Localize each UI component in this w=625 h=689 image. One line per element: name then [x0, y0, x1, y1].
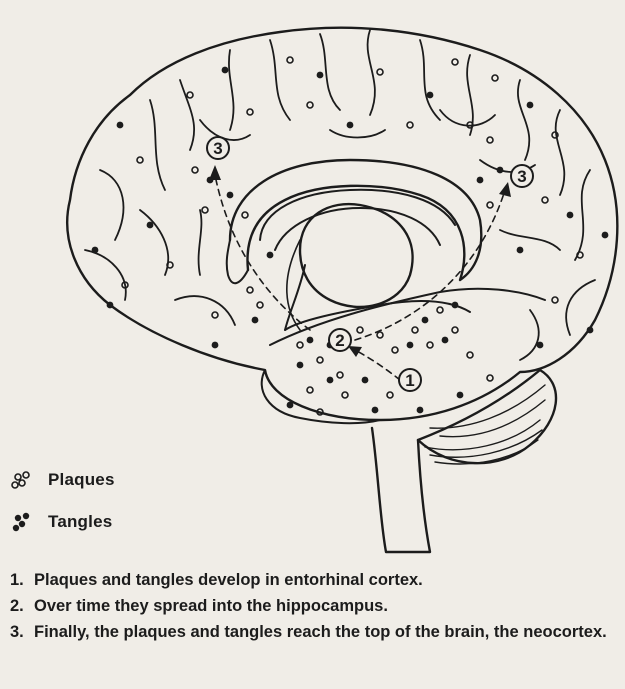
legend-label-plaques: Plaques	[48, 470, 115, 490]
progression-steps: 1. Plaques and tangles develop in entorh…	[10, 570, 615, 648]
plaque-dot	[412, 327, 418, 333]
plaque-dot	[307, 387, 313, 393]
plaque-dot	[377, 332, 383, 338]
tangle-dot	[222, 67, 229, 74]
plaque-dot	[187, 92, 193, 98]
plaque-dot	[307, 102, 313, 108]
tangle-dot	[307, 337, 314, 344]
tangle-dot	[227, 192, 234, 199]
spread-arrow-right	[355, 190, 505, 340]
legend-label-tangles: Tangles	[48, 512, 112, 532]
plaque-dot	[487, 202, 493, 208]
thalamus	[300, 204, 413, 307]
tangle-dot	[252, 317, 259, 324]
tangle-dot	[92, 247, 99, 254]
step-text: Finally, the plaques and tangles reach t…	[34, 622, 615, 642]
tangle-dot	[527, 102, 534, 109]
step-text: Plaques and tangles develop in entorhina…	[34, 570, 615, 590]
tangle-dot	[537, 342, 544, 349]
tangle-dot	[427, 92, 434, 99]
tangle-dot	[602, 232, 609, 239]
plaque-dot	[357, 327, 363, 333]
tangle-dot	[587, 327, 594, 334]
plaque-dot	[342, 392, 348, 398]
tangle-dot	[107, 302, 114, 309]
plaque-dot	[337, 372, 343, 378]
plaque-dot	[542, 197, 548, 203]
tangle-dot	[407, 342, 414, 349]
plaque-dot	[212, 312, 218, 318]
tangle-dot	[147, 222, 154, 229]
tangle-dot	[422, 317, 429, 324]
plaque-dot	[257, 302, 263, 308]
tangle-dot	[517, 247, 524, 254]
tangles-icon	[8, 510, 48, 534]
legend-item-tangles: Tangles	[8, 510, 112, 534]
tangle-dot	[347, 122, 354, 129]
tangle-dot	[212, 342, 219, 349]
legend-item-plaques: Plaques	[8, 468, 115, 492]
svg-text:1: 1	[405, 371, 414, 390]
plaque-dot	[552, 297, 558, 303]
stage-marker-3-left: 3	[207, 137, 229, 159]
plaque-dot	[392, 347, 398, 353]
tangle-dot	[442, 337, 449, 344]
plaque-dot	[467, 352, 473, 358]
plaque-dot	[377, 69, 383, 75]
step-text: Over time they spread into the hippocamp…	[34, 596, 615, 616]
plaque-dot	[317, 357, 323, 363]
plaque-dot	[247, 109, 253, 115]
step-item: 3. Finally, the plaques and tangles reac…	[10, 622, 615, 642]
tangle-dot	[497, 167, 504, 174]
step-item: 1. Plaques and tangles develop in entorh…	[10, 570, 615, 590]
plaque-dot	[452, 327, 458, 333]
plaque-dot	[387, 392, 393, 398]
svg-text:3: 3	[213, 139, 222, 158]
tangle-dot	[567, 212, 574, 219]
tangle-dot	[117, 122, 124, 129]
step-item: 2. Over time they spread into the hippoc…	[10, 596, 615, 616]
plaque-dot	[487, 375, 493, 381]
tangle-dot	[297, 362, 304, 369]
stage-marker-3-right: 3	[511, 165, 533, 187]
plaques-icon	[8, 468, 48, 492]
stage-marker-2: 2	[329, 329, 351, 351]
tangle-dot	[327, 377, 334, 384]
spread-arrow-hippocampus	[355, 350, 400, 380]
tangle-dot	[452, 302, 459, 309]
tangle-dot	[477, 177, 484, 184]
step-number: 3.	[10, 622, 34, 642]
tangle-dot	[417, 407, 424, 414]
plaque-dot	[297, 342, 303, 348]
svg-text:2: 2	[335, 331, 344, 350]
plaque-dot	[287, 57, 293, 63]
tangle-dot	[317, 72, 324, 79]
plaque-dot	[437, 307, 443, 313]
svg-text:3: 3	[517, 167, 526, 186]
plaque-dot	[242, 212, 248, 218]
stage-marker-1: 1	[399, 369, 421, 391]
tangle-dot	[267, 252, 274, 259]
step-number: 1.	[10, 570, 34, 590]
tangle-dot	[362, 377, 369, 384]
plaque-dot	[407, 122, 413, 128]
tangle-markers	[92, 67, 609, 414]
plaque-dot	[192, 167, 198, 173]
brainstem	[372, 428, 430, 552]
plaque-dot	[427, 342, 433, 348]
plaque-dot	[247, 287, 253, 293]
plaque-dot	[202, 207, 208, 213]
plaque-dot	[452, 59, 458, 65]
tangle-dot	[287, 402, 294, 409]
tangle-dot	[207, 177, 214, 184]
plaque-dot	[487, 137, 493, 143]
plaque-dot	[137, 157, 143, 163]
tangle-dot	[372, 407, 379, 414]
plaque-dot	[492, 75, 498, 81]
tangle-dot	[457, 392, 464, 399]
step-number: 2.	[10, 596, 34, 616]
